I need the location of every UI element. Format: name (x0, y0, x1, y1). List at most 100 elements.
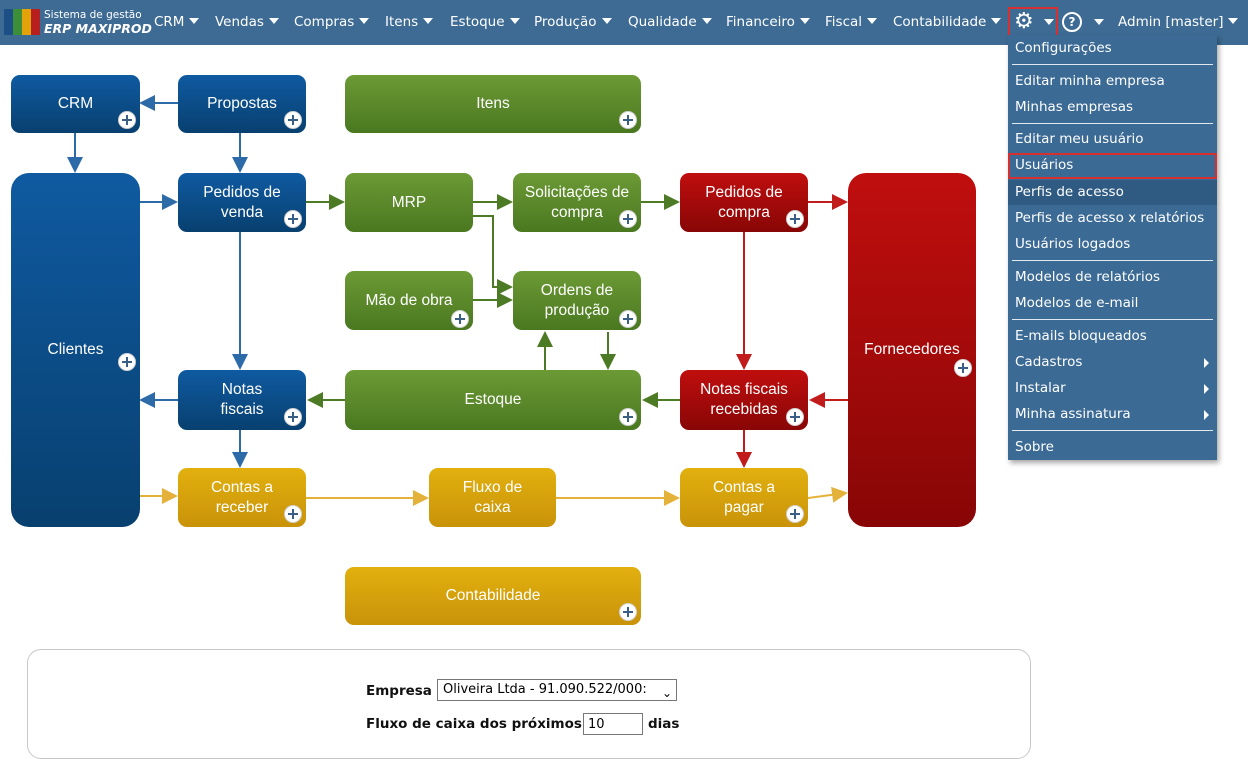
chevron-down-icon[interactable] (1094, 19, 1104, 25)
menu-item-cadastros-label: Cadastros (1015, 354, 1083, 370)
chevron-down-icon (1044, 19, 1054, 25)
plus-icon[interactable] (284, 408, 302, 426)
menu-item-configuracoes[interactable]: Configurações (1015, 40, 1112, 56)
plus-icon[interactable] (786, 505, 804, 523)
menu-item-minha-assinatura-label: Minha assinatura (1015, 406, 1131, 422)
nav-contabilidade-label: Contabilidade (893, 14, 987, 30)
chevron-down-icon (423, 18, 434, 24)
box-notas-recebidas-label: Notas fiscais recebidas (700, 381, 788, 418)
logo-title: ERP MAXIPROD (44, 21, 152, 36)
nav-financeiro-label: Financeiro (726, 14, 795, 30)
box-pedidos-de-venda-label: Pedidos de venda (203, 183, 281, 221)
plus-icon[interactable] (619, 603, 637, 621)
menu-item-modelos-relatorios[interactable]: Modelos de relatórios (1015, 269, 1161, 285)
nav-vendas[interactable]: Vendas (215, 0, 279, 45)
plus-icon[interactable] (619, 111, 637, 129)
top-navigation-bar: Sistema de gestão ERP MAXIPROD CRM Venda… (0, 0, 1248, 45)
box-propostas[interactable]: Propostas (178, 75, 306, 133)
box-estoque[interactable]: Estoque (345, 370, 641, 430)
chevron-down-icon: ⌄ (661, 686, 672, 700)
box-fornecedores[interactable]: Fornecedores (848, 173, 976, 527)
plus-icon[interactable] (284, 210, 302, 228)
box-contabilidade[interactable]: Contabilidade (345, 567, 641, 625)
box-ordens-de-producao[interactable]: Ordens de produção (513, 271, 641, 330)
nav-compras[interactable]: Compras (294, 0, 370, 45)
box-clientes[interactable]: Clientes (11, 173, 140, 527)
menu-item-perfis-de-acesso[interactable]: Perfis de acesso (1008, 180, 1217, 205)
box-contas-a-pagar[interactable]: Contas a pagar (680, 468, 808, 527)
box-contas-a-receber[interactable]: Contas a receber (178, 468, 306, 527)
plus-icon[interactable] (954, 359, 972, 377)
maxiprod-logo[interactable]: Sistema de gestão ERP MAXIPROD (2, 6, 152, 38)
menu-divider (1012, 64, 1213, 65)
plus-icon[interactable] (786, 408, 804, 426)
plus-icon[interactable] (118, 111, 136, 129)
box-notas-fiscais[interactable]: Notas fiscais (178, 370, 306, 430)
nav-crm[interactable]: CRM (154, 0, 200, 45)
plus-icon[interactable] (451, 310, 469, 328)
menu-item-usuarios-logados[interactable]: Usuários logados (1015, 236, 1131, 252)
nav-qualidade[interactable]: Qualidade (628, 0, 712, 45)
chevron-right-icon (1204, 410, 1209, 420)
menu-divider (1012, 260, 1213, 261)
box-fluxo-de-caixa[interactable]: Fluxo de caixa (429, 468, 556, 527)
nav-estoque[interactable]: Estoque (450, 0, 520, 45)
nav-fiscal-label: Fiscal (825, 14, 863, 30)
box-estoque-label: Estoque (464, 391, 522, 408)
box-pedidos-de-venda[interactable]: Pedidos de venda (178, 173, 306, 232)
menu-item-cadastros[interactable]: Cadastros (1008, 350, 1217, 375)
plus-icon[interactable] (619, 310, 637, 328)
box-contabilidade-label: Contabilidade (445, 587, 541, 604)
menu-item-usuarios[interactable]: Usuários (1008, 153, 1217, 179)
fluxo-days-input[interactable] (583, 713, 643, 735)
user-name: Admin [master] (1118, 14, 1224, 30)
chevron-right-icon (1204, 384, 1209, 394)
nav-financeiro[interactable]: Financeiro (726, 0, 810, 45)
logo-subtitle: Sistema de gestão (44, 9, 142, 21)
menu-item-perfis-x-relatorios[interactable]: Perfis de acesso x relatórios (1015, 210, 1205, 226)
menu-item-editar-meu-usuario[interactable]: Editar meu usuário (1015, 131, 1144, 147)
empresa-select[interactable]: Oliveira Ltda - 91.090.522/000: ⌄ (437, 679, 677, 701)
box-notas-fiscais-recebidas[interactable]: Notas fiscais recebidas (680, 370, 808, 430)
box-pedidos-de-compra[interactable]: Pedidos de compra (680, 173, 808, 232)
nav-producao-label: Produção (534, 14, 597, 30)
plus-icon[interactable] (619, 210, 637, 228)
plus-icon[interactable] (284, 505, 302, 523)
chevron-down-icon (509, 18, 520, 24)
menu-item-sobre[interactable]: Sobre (1015, 439, 1054, 455)
fluxo-caixa-label: Fluxo de caixa dos próximos (366, 716, 582, 732)
nav-fiscal[interactable]: Fiscal (825, 0, 878, 45)
box-solicitacoes-label: Solicitações de compra (524, 183, 630, 221)
box-mao-de-obra[interactable]: Mão de obra (345, 271, 473, 330)
plus-icon[interactable] (118, 353, 136, 371)
menu-item-instalar-label: Instalar (1015, 380, 1066, 396)
help-icon[interactable]: ? (1062, 12, 1082, 32)
nav-itens[interactable]: Itens (385, 0, 434, 45)
plus-icon[interactable] (619, 408, 637, 426)
logo-block-red (31, 9, 40, 35)
box-mrp[interactable]: MRP (345, 173, 473, 232)
logo-block-blue (4, 9, 13, 35)
nav-producao[interactable]: Produção (534, 0, 612, 45)
plus-icon[interactable] (284, 111, 302, 129)
nav-contabilidade[interactable]: Contabilidade (893, 0, 1002, 45)
box-itens[interactable]: Itens (345, 75, 641, 133)
menu-item-emails-bloqueados[interactable]: E-mails bloqueados (1015, 328, 1147, 344)
settings-dropdown-menu: Configurações Editar minha empresa Minha… (1008, 35, 1217, 460)
plus-icon[interactable] (786, 210, 804, 228)
menu-item-minha-assinatura[interactable]: Minha assinatura (1008, 402, 1217, 427)
box-crm[interactable]: CRM (11, 75, 140, 133)
dashboard-filter-panel (27, 649, 1031, 759)
menu-divider (1012, 430, 1213, 431)
box-fornecedores-label: Fornecedores (864, 341, 960, 358)
box-clientes-label: Clientes (47, 341, 104, 358)
nav-vendas-label: Vendas (215, 14, 264, 30)
user-menu[interactable]: Admin [master] (1118, 0, 1239, 45)
box-solicitacoes-de-compra[interactable]: Solicitações de compra (513, 173, 641, 232)
menu-item-editar-minha-empresa[interactable]: Editar minha empresa (1015, 73, 1165, 89)
menu-item-instalar[interactable]: Instalar (1008, 376, 1217, 401)
nav-estoque-label: Estoque (450, 14, 505, 30)
menu-item-minhas-empresas[interactable]: Minhas empresas (1015, 99, 1134, 115)
menu-item-modelos-email[interactable]: Modelos de e-mail (1015, 295, 1139, 311)
chevron-down-icon (601, 18, 612, 24)
